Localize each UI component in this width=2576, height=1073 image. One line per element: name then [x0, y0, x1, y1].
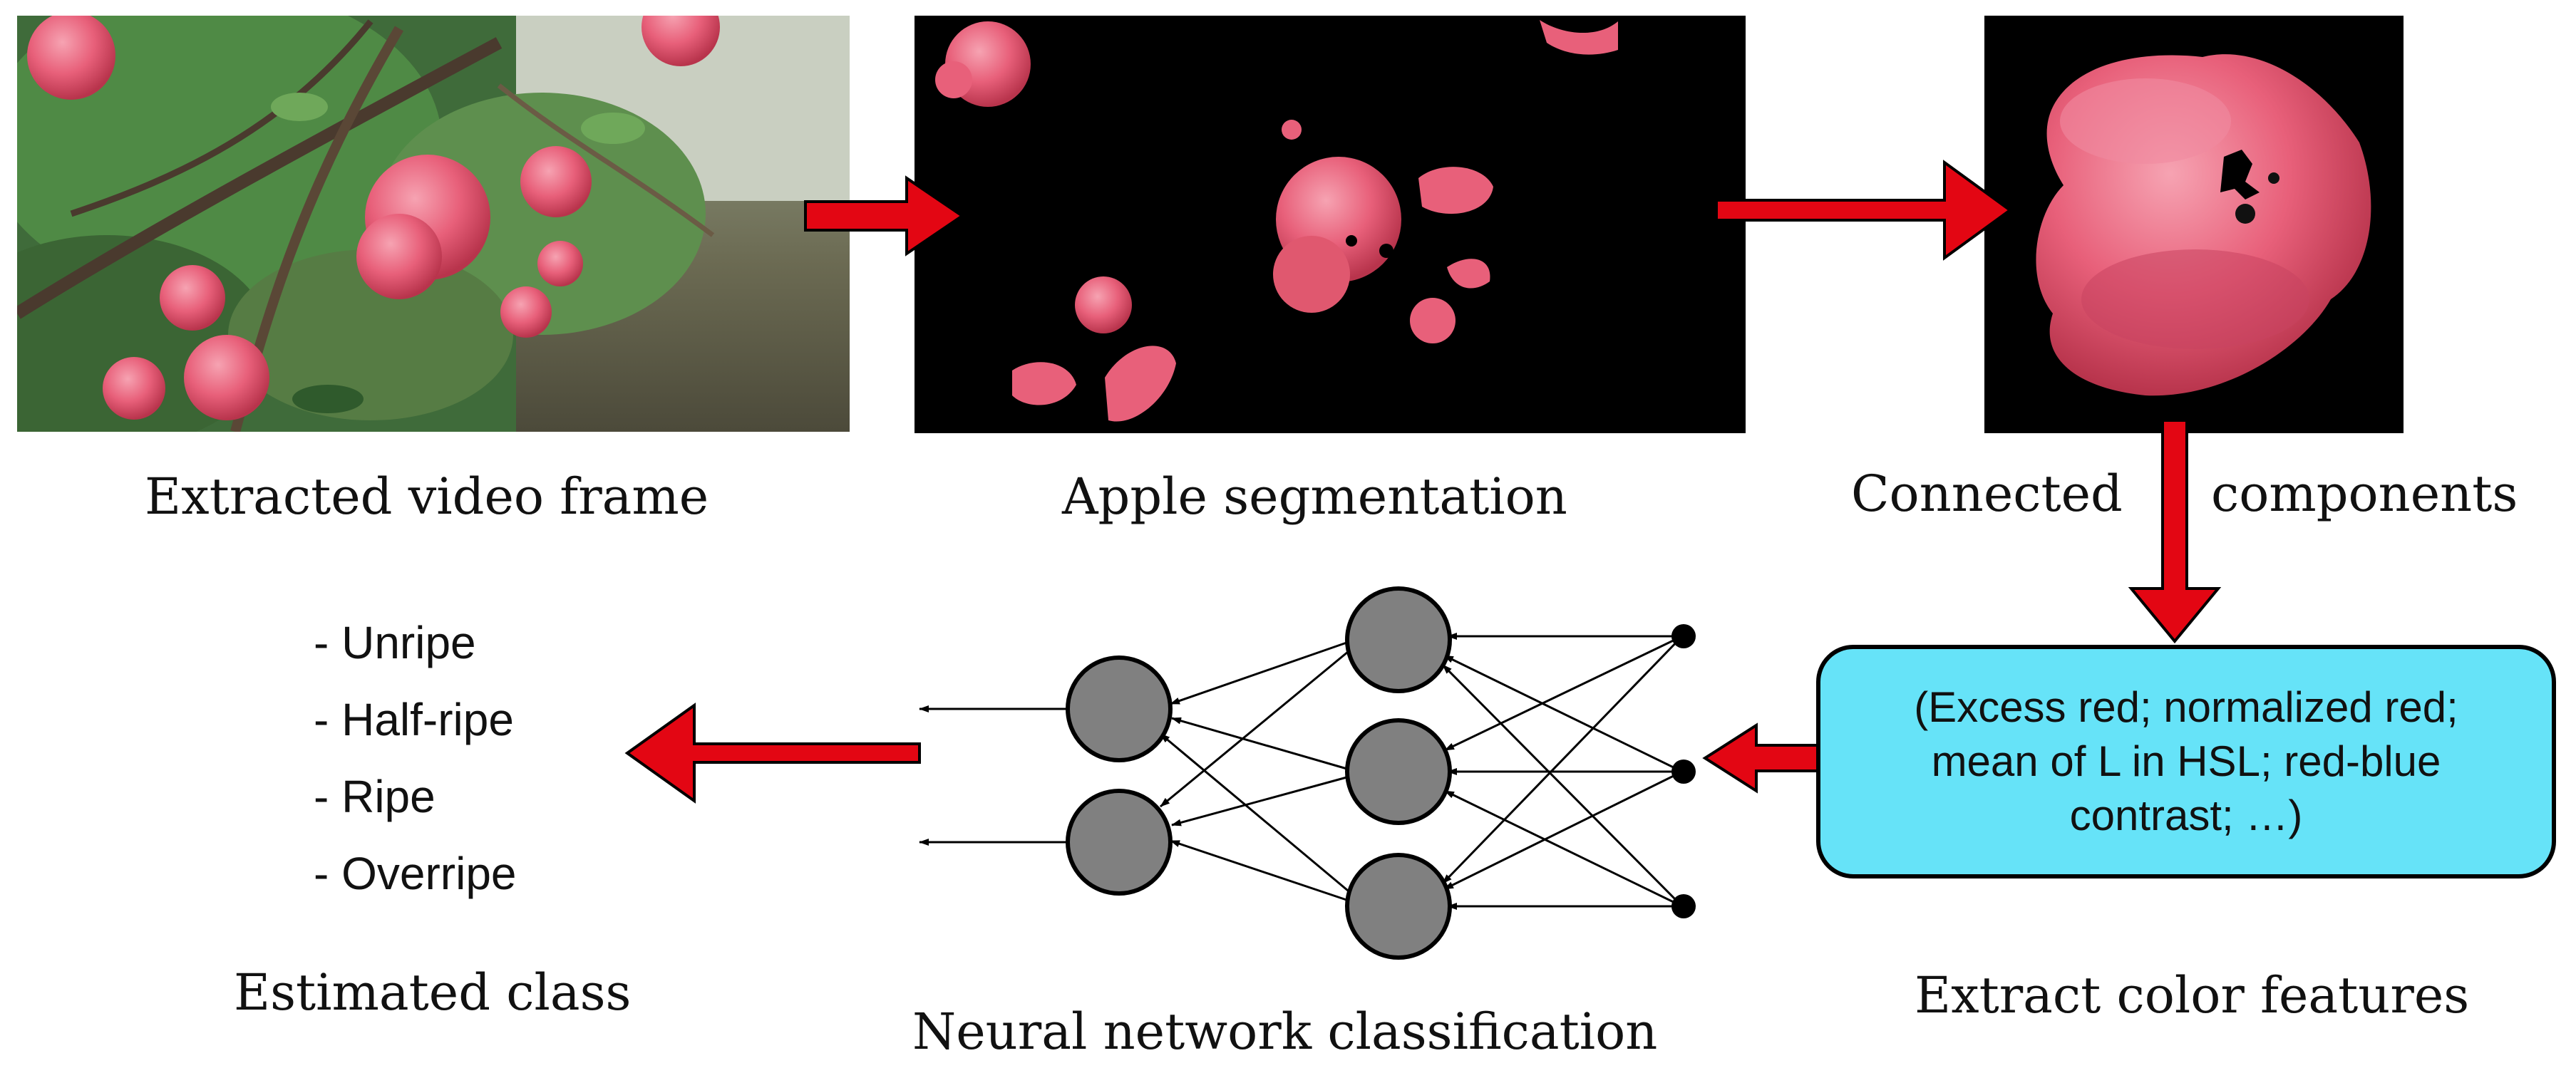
input-node [1671, 624, 1696, 648]
color-features-box: (Excess red; normalized red; mean of L i… [1816, 645, 2556, 878]
arrow-network-to-class [624, 703, 921, 804]
input-node [1671, 894, 1696, 918]
caption-estimated-class: Estimated class [234, 963, 632, 1022]
class-item-overripe: - Overripe [314, 848, 517, 899]
hidden-node [1345, 718, 1452, 825]
class-item-unripe: - Unripe [314, 617, 476, 668]
input-node [1671, 760, 1696, 784]
caption-extracted-frame: Extracted video frame [145, 467, 709, 526]
output-node [1066, 655, 1173, 762]
class-item-half-ripe: - Half-ripe [314, 694, 514, 745]
network-output-nodes [1066, 655, 1173, 896]
class-item-ripe: - Ripe [314, 771, 436, 822]
single-apple-component-image [1984, 16, 2404, 433]
caption-connected: Connected [1851, 465, 2123, 523]
caption-apple-segmentation: Apple segmentation [1062, 467, 1567, 526]
hidden-node [1345, 586, 1452, 693]
neural-network-icon [919, 633, 1684, 910]
caption-extract-features: Extract color features [1915, 966, 2470, 1025]
arrow-segmentation-to-component [1715, 160, 2013, 261]
caption-nn-classification: Neural network classification [912, 1002, 1658, 1061]
segmentation-mask-image [915, 16, 1746, 433]
network-hidden-nodes [1345, 586, 1452, 960]
apple-tree-photo [17, 16, 850, 432]
hidden-node [1345, 853, 1452, 960]
estimated-class-list: - Unripe - Half-ripe - Ripe - Overripe [314, 620, 517, 928]
output-node [1066, 789, 1173, 896]
arrow-component-to-features [2128, 419, 2222, 644]
caption-components: components [2211, 465, 2518, 523]
arrow-frame-to-segmentation [804, 175, 965, 256]
network-input-nodes [1671, 624, 1696, 918]
